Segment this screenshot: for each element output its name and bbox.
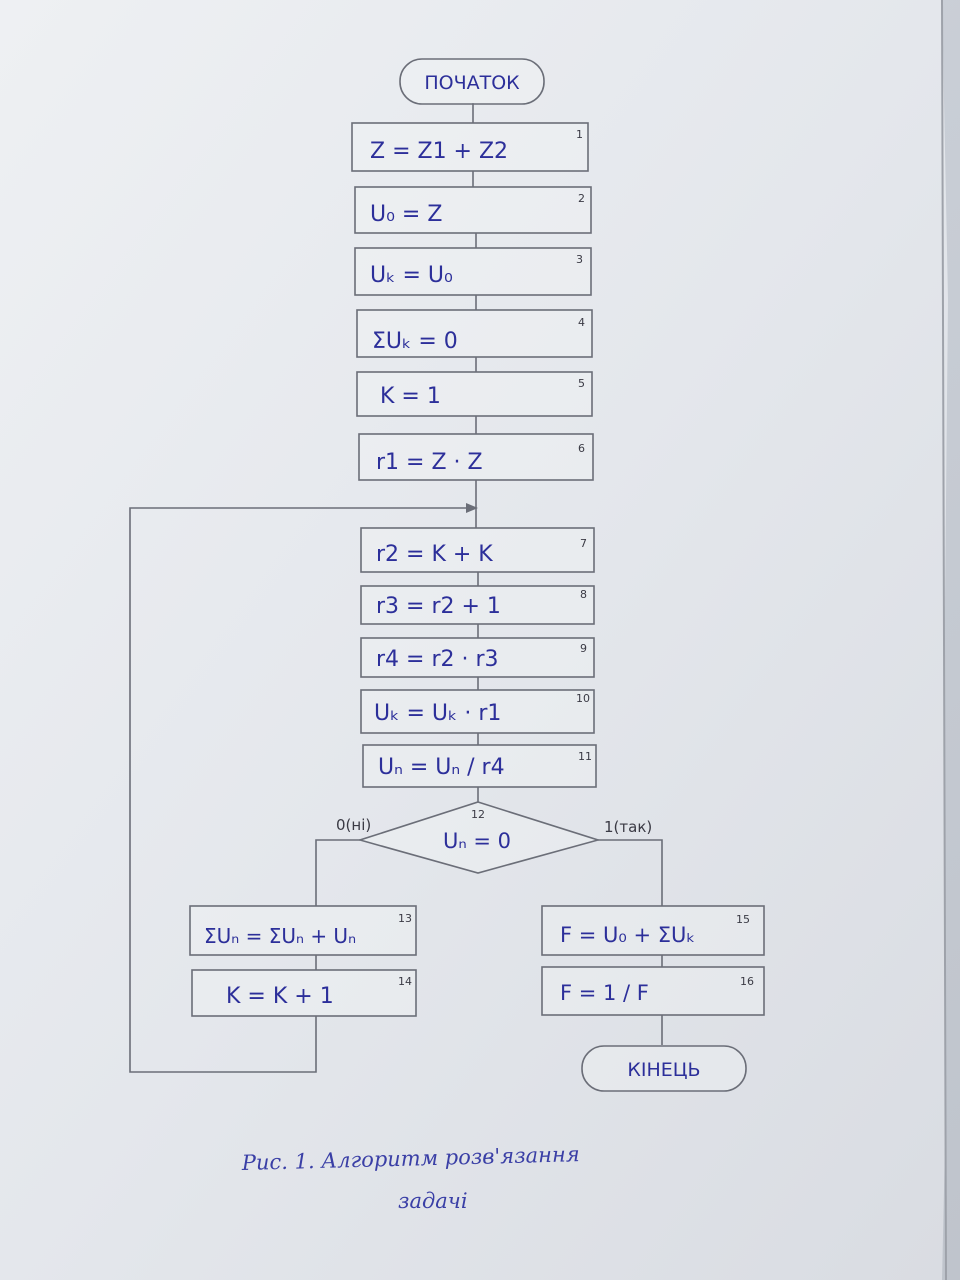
- end-label: КІНЕЦЬ: [627, 1059, 700, 1081]
- process-block-14-number: 14: [398, 975, 412, 988]
- connectors: [129, 103, 663, 1073]
- process-block-6-number: 6: [578, 442, 585, 455]
- process-block-15-text: F = U₀ + ΣUₖ: [560, 923, 695, 947]
- process-block-3-number: 3: [576, 253, 583, 266]
- process-block-16-text: F = 1 / F: [560, 981, 649, 1005]
- process-block-7: r2 = K + K 7: [360, 527, 595, 573]
- caption-line-2: задачі: [398, 1189, 468, 1213]
- process-block-13-text: ΣUₙ = ΣUₙ + Uₙ: [204, 924, 356, 948]
- process-block-2-number: 2: [578, 192, 585, 205]
- process-block-6-text: r1 = Z · Z: [376, 450, 483, 475]
- start-terminator: ПОЧАТОК: [399, 58, 545, 105]
- process-block-5-number: 5: [578, 377, 585, 390]
- process-block-13-number: 13: [398, 912, 412, 925]
- process-block-16: F = 1 / F 16: [541, 966, 765, 1016]
- loop-arrowhead: [466, 503, 478, 513]
- process-block-10-text: Uₖ = Uₖ · r1: [374, 701, 501, 726]
- decision-text: Uₙ = 0: [443, 829, 511, 853]
- end-terminator: КІНЕЦЬ: [581, 1045, 747, 1092]
- process-block-5-text: K = 1: [380, 384, 441, 409]
- process-block-8-number: 8: [580, 588, 587, 601]
- process-block-10: Uₖ = Uₖ · r1 10: [360, 689, 595, 734]
- process-block-8-text: r3 = r2 + 1: [376, 594, 501, 619]
- process-block-15-number: 15: [736, 913, 750, 926]
- process-block-3: Uₖ = U₀ 3: [354, 247, 592, 296]
- process-block-3-text: Uₖ = U₀: [370, 263, 453, 288]
- process-block-4-number: 4: [578, 316, 585, 329]
- process-block-13: ΣUₙ = ΣUₙ + Uₙ 13: [189, 905, 417, 956]
- process-block-4-text: ΣUₖ = 0: [372, 329, 458, 354]
- process-block-6: r1 = Z · Z 6: [358, 433, 594, 481]
- process-block-1-text: Z = Z1 + Z2: [370, 139, 508, 164]
- process-block-16-number: 16: [740, 975, 754, 988]
- process-block-11: Uₙ = Uₙ / r4 11: [362, 744, 597, 788]
- decision-yes-label: 1(так): [604, 818, 652, 836]
- process-block-4: ΣUₖ = 0 4: [356, 309, 593, 358]
- paper-edge: [941, 0, 947, 1280]
- decision-no-label: 0(ні): [336, 816, 371, 834]
- process-block-2: U₀ = Z 2: [354, 186, 592, 234]
- process-block-14-text: K = K + 1: [226, 984, 334, 1009]
- process-block-8: r3 = r2 + 1 8: [360, 585, 595, 625]
- process-block-11-number: 11: [578, 750, 592, 763]
- process-block-9: r4 = r2 · r3 9: [360, 637, 595, 678]
- process-block-5: K = 1 5: [356, 371, 593, 417]
- process-block-7-number: 7: [580, 537, 587, 550]
- process-block-1-number: 1: [576, 128, 583, 141]
- process-block-14: K = K + 1 14: [191, 969, 417, 1017]
- process-block-7-text: r2 = K + K: [376, 542, 493, 567]
- start-label: ПОЧАТОК: [424, 72, 520, 94]
- process-block-15: F = U₀ + ΣUₖ 15: [541, 905, 765, 956]
- decision-number: 12: [471, 808, 485, 821]
- process-block-11-text: Uₙ = Uₙ / r4: [378, 755, 505, 780]
- process-block-10-number: 10: [576, 692, 590, 705]
- process-block-1: Z = Z1 + Z2 1: [351, 122, 589, 172]
- decision-block-12: Uₙ = 0 12 0(ні) 1(так): [336, 801, 652, 874]
- process-block-9-text: r4 = r2 · r3: [376, 647, 499, 672]
- process-block-2-text: U₀ = Z: [370, 202, 442, 227]
- process-block-9-number: 9: [580, 642, 587, 655]
